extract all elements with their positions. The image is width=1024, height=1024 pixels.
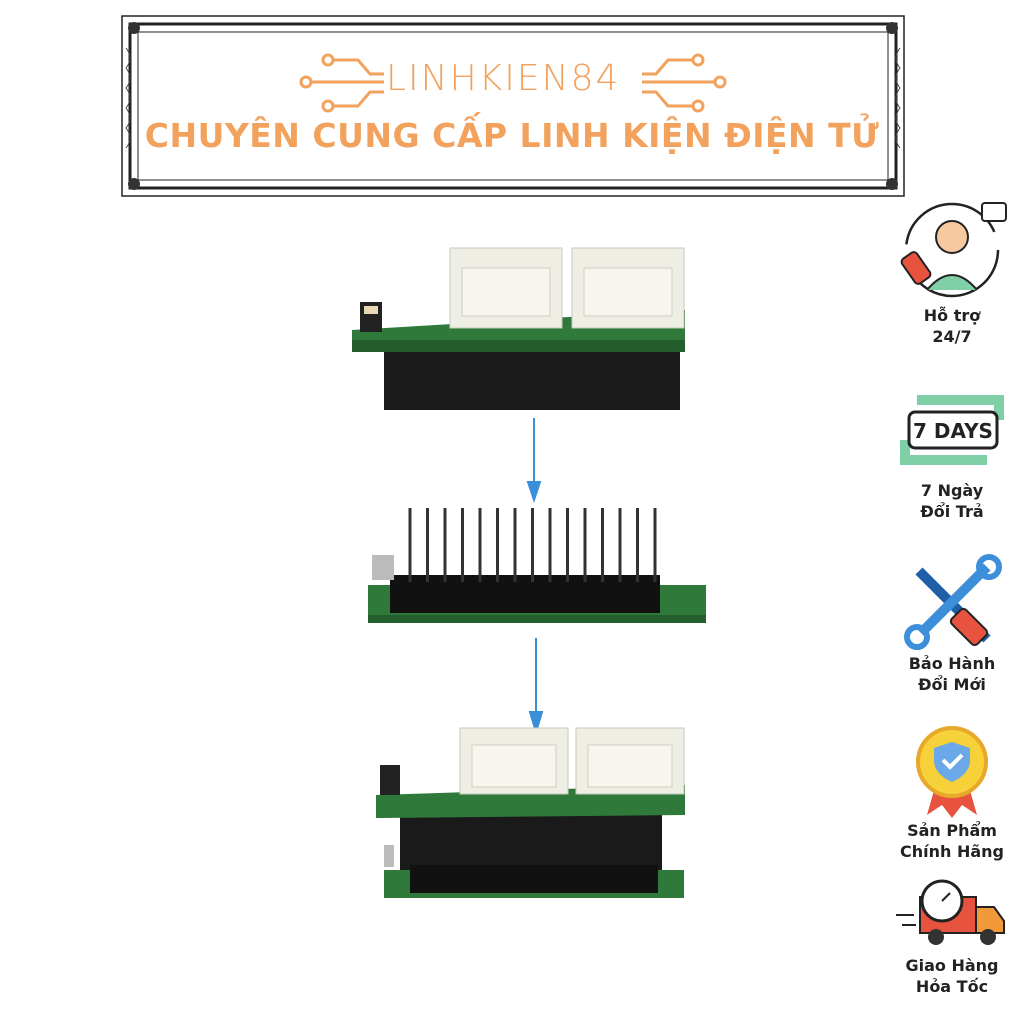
seven-days-text: 7 DAYS	[913, 419, 993, 443]
feature-label: Sản Phẩm Chính Hãng	[900, 821, 1004, 861]
assembled-stack	[376, 727, 685, 898]
genuine-badge-icon	[916, 726, 988, 818]
product-stack-image	[352, 247, 706, 898]
feature-label: Bảo Hành Đổi Mới	[908, 654, 996, 694]
seven-days-return-icon: 7 DAYS	[900, 395, 1004, 465]
tools-icon	[904, 554, 1002, 650]
support-agent-icon	[900, 202, 1007, 298]
board-with-grove-connectors	[352, 247, 685, 410]
arrow-down-icon	[528, 638, 544, 736]
tagline: CHUYÊN CUNG CẤP LINH KIỆN ĐIỆN TỬ	[144, 116, 880, 155]
circuit-decoration-right	[642, 53, 727, 113]
circuit-decoration-left	[299, 53, 384, 113]
feature-sidebar: Hỗ trợ 24/7 7 DAYS 7 Ngày Đổi Trả Bảo Hà…	[880, 195, 1024, 1024]
feature-delivery: Giao Hàng Hỏa Tốc	[880, 875, 1024, 997]
feature-label: Giao Hàng Hỏa Tốc	[905, 956, 999, 996]
feature-label: Hỗ trợ 24/7	[923, 306, 981, 346]
arrow-down-icon	[526, 418, 542, 504]
feature-warranty: Bảo Hành Đổi Mới	[880, 553, 1024, 695]
board-with-pin-headers	[368, 508, 706, 623]
feature-returns: 7 DAYS 7 Ngày Đổi Trả	[880, 380, 1024, 522]
header-banner	[118, 8, 908, 208]
brand-name: LINHKIEN84	[386, 58, 621, 99]
feature-label: 7 Ngày Đổi Trả	[920, 481, 984, 521]
ornamental-frame	[121, 15, 905, 197]
product-illustration	[290, 210, 730, 930]
fast-delivery-icon	[896, 879, 1005, 945]
feature-genuine: Sản Phẩm Chính Hãng	[880, 720, 1024, 862]
feature-support: Hỗ trợ 24/7	[880, 195, 1024, 347]
